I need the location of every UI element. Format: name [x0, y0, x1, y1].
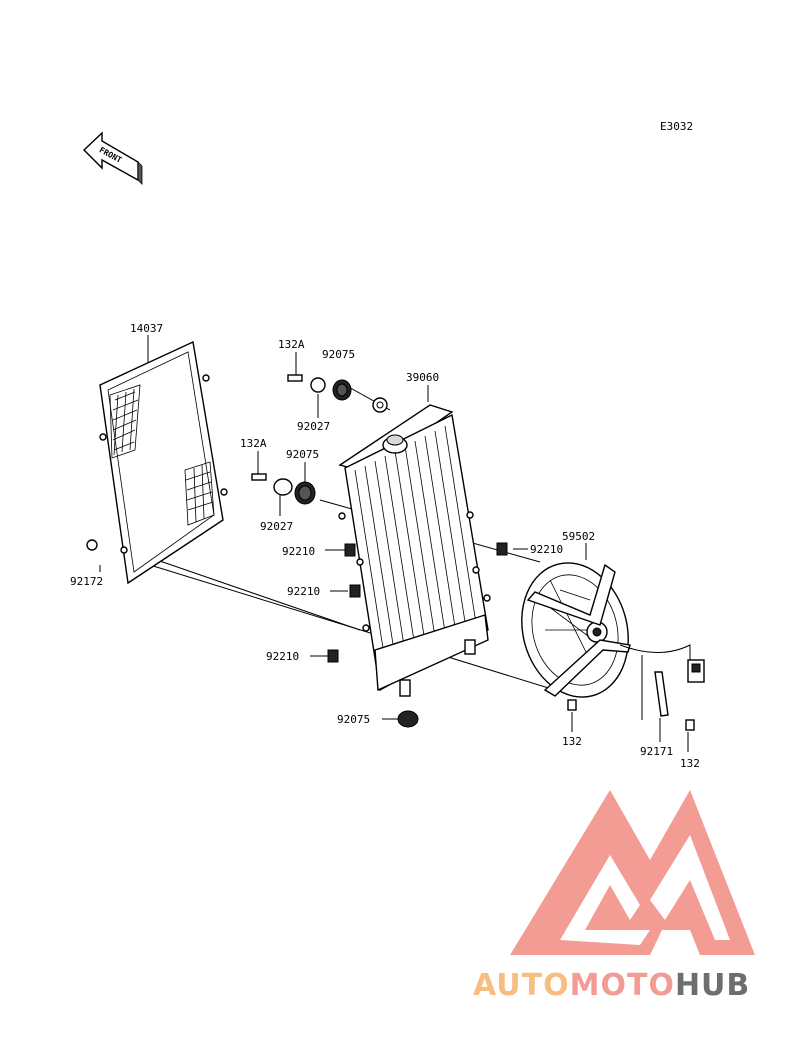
label-92075-top: 92075 — [322, 348, 355, 361]
watermark-part-1: AUTO — [473, 968, 570, 1003]
label-92210-2: 92210 — [287, 585, 320, 598]
label-132a-top: 132A — [278, 338, 305, 351]
svg-text:AUTOMOTOHUB: AUTOMOTOHUB — [473, 968, 750, 1003]
logo-mark-icon — [510, 790, 755, 955]
label-92075-bottom: 92075 — [337, 713, 370, 726]
label-92171: 92171 — [640, 745, 673, 758]
watermark-part-2: MOTO — [570, 968, 675, 1003]
diagram-code: E3032 — [660, 120, 693, 133]
label-132-right: 132 — [680, 757, 700, 770]
label-92172: 92172 — [70, 575, 103, 588]
label-92210-right: 92210 — [530, 543, 563, 556]
label-92210-1: 92210 — [282, 545, 315, 558]
hardware — [86, 374, 695, 731]
label-132a-mid: 132A — [240, 437, 267, 450]
cooling-fan — [521, 562, 705, 717]
label-92027-mid: 92027 — [260, 520, 293, 533]
label-39060: 39060 — [406, 371, 439, 384]
label-92027-top: 92027 — [297, 420, 330, 433]
label-14037: 14037 — [130, 322, 163, 335]
watermark-logo: AUTOMOTOHUB — [473, 790, 755, 1003]
label-59502: 59502 — [562, 530, 595, 543]
watermark-part-3: HUB — [675, 968, 750, 1003]
radiator-fins — [354, 425, 479, 681]
label-92075-mid: 92075 — [286, 448, 319, 461]
radiator-guard — [99, 340, 228, 585]
label-132-fan: 132 — [562, 735, 582, 748]
label-92210-3: 92210 — [266, 650, 299, 663]
radiator — [338, 397, 491, 697]
guard-mesh — [109, 384, 215, 526]
front-arrow-icon: FRONT — [82, 131, 143, 185]
part-labels: 14037 132A 92075 39060 92027 132A 92075 … — [70, 322, 700, 770]
